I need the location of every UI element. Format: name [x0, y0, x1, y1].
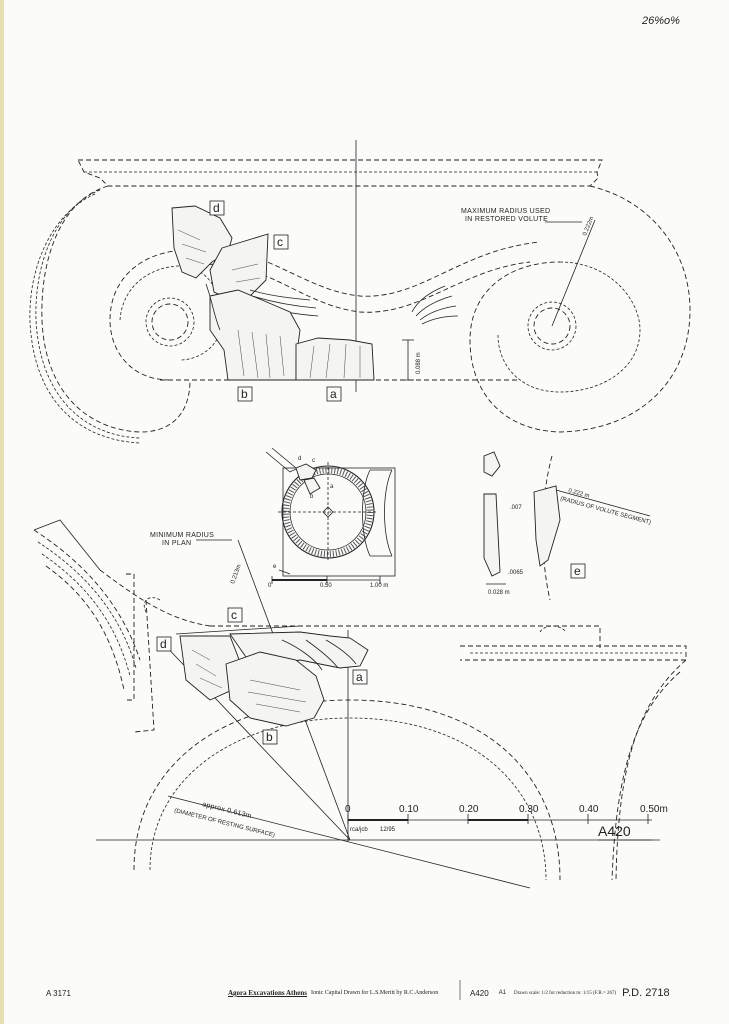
main-scale-bar: 0 0.10 0.20 0.30 0.40 0.50m	[345, 804, 668, 824]
max-radius-text-1: MAXIMUM RADIUS USED	[461, 208, 550, 215]
page-edge	[0, 0, 4, 1024]
dim-007: .007	[510, 505, 522, 511]
left-volute-eye	[151, 303, 189, 341]
label-c: c	[277, 235, 283, 249]
footer-right-block: A420 A1 Drawn scale: 1/2 for reduction t…	[470, 978, 670, 1008]
footer-pd-number: P.D. 2718	[622, 987, 670, 999]
fragment-e-detail: 0.028 m .007 .0065 0.222 m (RADIUS OF VO…	[483, 451, 652, 601]
label-b-box: b	[237, 386, 253, 402]
footer-left-code: A 3171	[46, 988, 71, 998]
plan-label-e: e	[273, 564, 277, 570]
label-a: a	[330, 387, 337, 401]
lower-label-c: c	[231, 608, 237, 622]
lower-label-a: a	[356, 670, 363, 684]
top-right-note: 26%o%	[641, 15, 680, 27]
lower-fragment-b	[225, 651, 325, 727]
resting-surface-arc	[133, 699, 561, 881]
volute-arm-1	[33, 529, 141, 661]
max-radius-value: 0.222m	[582, 216, 595, 237]
right-volute-coil	[497, 261, 641, 393]
right-palmette	[411, 285, 459, 325]
right-volute-eye	[533, 307, 571, 345]
seg-radius-value: 0.222 m	[567, 488, 590, 499]
footer-subtitle: Ionic Capital Drawn for L.S.Meritt by R.…	[310, 990, 439, 996]
plan-square	[282, 467, 396, 577]
label-e: e	[574, 564, 581, 578]
capital-elevation: d c b a MAXIMUM RADIUS USED IN RESTORED …	[29, 140, 691, 444]
credit-date: 12/95	[380, 827, 396, 833]
diameter-line	[167, 795, 531, 889]
catalog-number: A420	[598, 823, 631, 839]
left-volute-outer-3	[29, 193, 141, 444]
footer-title-block: Agora Excavations Athens Ionic Capital D…	[228, 978, 438, 1008]
scale-tick-010: 0.10	[399, 804, 419, 815]
right-curve	[615, 659, 687, 881]
dim-0028: 0.028 m	[488, 590, 510, 596]
seg-radius-text: (RADIUS OF VOLUTE SEGMENT)	[559, 496, 651, 526]
plan-scale-0: 0	[268, 583, 272, 589]
scale-tick-030: 0.30	[519, 804, 539, 815]
plan-scale-050: 0.50	[320, 583, 332, 589]
arm-step	[126, 573, 135, 701]
max-radius-line	[551, 219, 596, 327]
label-d-box: d	[209, 200, 225, 216]
min-radius-value: 0.213m	[230, 564, 242, 585]
footer-code: A420	[470, 988, 489, 998]
footer-title: Agora Excavations Athens	[228, 989, 307, 997]
label-d: d	[213, 201, 220, 215]
label-b: b	[241, 387, 248, 401]
fragment-b	[205, 283, 301, 381]
abacus-plan-top	[210, 625, 601, 648]
label-c-box: c	[273, 234, 289, 250]
arm-vertical	[133, 599, 155, 733]
left-volute-inner	[109, 249, 191, 381]
scale-tick-0: 0	[345, 804, 351, 815]
right-volute-outer	[469, 185, 691, 433]
right-abacus-band	[460, 645, 687, 661]
scale-tick-050: 0.50m	[640, 804, 668, 815]
credit-text: rca/jcb	[350, 827, 368, 833]
capital-plan: d c a b e 0 0.50 1.00 m	[265, 447, 396, 589]
lower-label-b: b	[266, 730, 273, 744]
left-volute-outer-2	[35, 189, 141, 439]
plan-label-b: b	[310, 494, 314, 500]
height-value: 0.088 m	[416, 352, 422, 374]
footer-scale-note: Drawn scale: 1/2 for reduction to: 1/15 …	[514, 990, 617, 996]
plan-label-a: a	[330, 484, 334, 490]
dim-0065: .0065	[508, 570, 524, 576]
max-radius-text-2: IN RESTORED VOLUTE	[465, 216, 548, 223]
abacus-outline	[77, 159, 603, 187]
plan-scale-100: 1.00 m	[370, 583, 388, 589]
left-volute-coil	[119, 265, 223, 361]
capital-detail-plan: c d a b MINIMUM RADIUS IN PLAN 0.213m ap…	[33, 519, 687, 889]
min-radius-text-2: IN PLAN	[162, 540, 191, 547]
right-volute-eye-ring	[527, 301, 577, 351]
lower-label-d: d	[160, 637, 167, 651]
plan-label-c: c	[312, 458, 315, 464]
plan-fragments	[295, 463, 321, 495]
label-a-box: a	[326, 386, 342, 402]
left-volute-eye-ring	[145, 297, 195, 347]
fragment-a	[295, 337, 375, 381]
left-volute-outer	[41, 185, 191, 433]
min-radius-text-1: MINIMUM RADIUS	[150, 532, 214, 539]
plan-label-d: d	[298, 456, 301, 462]
canalis-lower	[199, 261, 531, 313]
footer-sheet: A1	[498, 990, 507, 996]
scale-tick-020: 0.20	[459, 804, 479, 815]
scale-tick-040: 0.40	[579, 804, 599, 815]
